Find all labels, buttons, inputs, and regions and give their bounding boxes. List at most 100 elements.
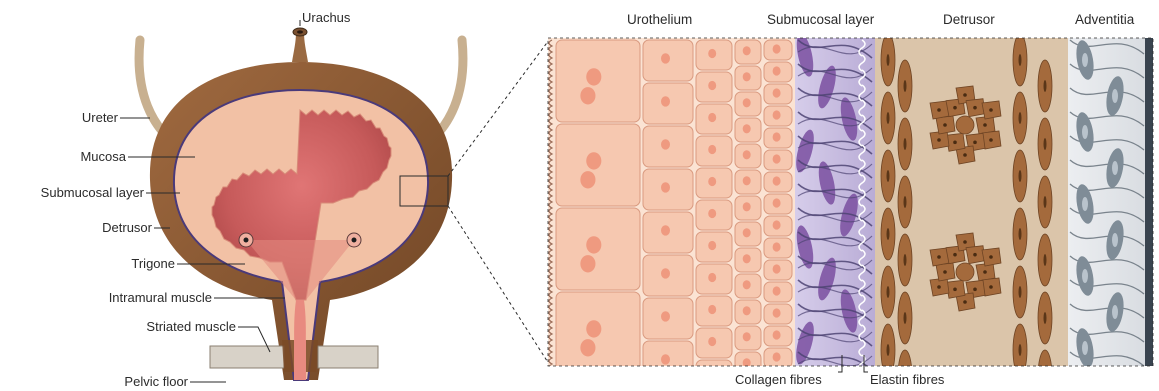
muscle-nucleus bbox=[989, 108, 993, 112]
cell-nucleus bbox=[743, 202, 751, 211]
adventitial-nucleus bbox=[1082, 269, 1088, 283]
muscle-nucleus bbox=[989, 285, 993, 289]
muscle-nucleus bbox=[963, 153, 967, 157]
cell-nucleus bbox=[586, 320, 601, 337]
cell-nucleus bbox=[743, 280, 751, 289]
cell-nucleus bbox=[661, 268, 670, 278]
cell-nucleus bbox=[743, 72, 751, 81]
muscle-nucleus bbox=[937, 285, 941, 289]
label-ureter: Ureter bbox=[28, 110, 118, 126]
cell-nucleus bbox=[773, 110, 781, 119]
cell-nucleus bbox=[661, 354, 670, 364]
urothelial-cell bbox=[696, 360, 732, 390]
cell-nucleus bbox=[773, 88, 781, 97]
cell-nucleus bbox=[773, 352, 781, 361]
cell-nucleus bbox=[743, 228, 751, 237]
muscle-nucleus bbox=[1019, 54, 1022, 66]
cell-nucleus bbox=[580, 339, 595, 356]
header-submucosal-layer: Submucosal layer bbox=[767, 12, 874, 27]
adventitial-nucleus bbox=[1112, 89, 1118, 103]
cell-nucleus bbox=[586, 236, 601, 253]
muscle-nucleus bbox=[1044, 80, 1047, 92]
cell-nucleus bbox=[773, 330, 781, 339]
cell-nucleus bbox=[586, 152, 601, 169]
muscle-nucleus bbox=[943, 123, 947, 127]
label-striated-muscle: Striated muscle bbox=[28, 319, 236, 335]
cell-nucleus bbox=[708, 305, 716, 314]
label-submucosal-layer: Submucosal layer bbox=[4, 185, 144, 201]
adventitial-nucleus bbox=[1082, 125, 1088, 139]
cell-nucleus bbox=[708, 177, 716, 186]
header-detrusor: Detrusor bbox=[943, 12, 995, 27]
cell-nucleus bbox=[773, 66, 781, 75]
cell-nucleus bbox=[661, 225, 670, 235]
label-intramural-muscle: Intramural muscle bbox=[28, 290, 212, 306]
cell-nucleus bbox=[661, 311, 670, 321]
muscle-nucleus bbox=[1019, 228, 1022, 240]
muscle-nucleus bbox=[1044, 196, 1047, 208]
muscle-nucleus bbox=[963, 93, 967, 97]
cell-nucleus bbox=[773, 44, 781, 53]
adventitial-nucleus bbox=[1112, 305, 1118, 319]
adventitial-nucleus bbox=[1082, 341, 1088, 355]
muscle-nucleus bbox=[963, 240, 967, 244]
cell-nucleus bbox=[773, 132, 781, 141]
cell-nucleus bbox=[773, 176, 781, 185]
tissue-panel bbox=[548, 32, 1153, 391]
cell-nucleus bbox=[773, 154, 781, 163]
cell-nucleus bbox=[743, 46, 751, 55]
muscle-nucleus bbox=[904, 312, 907, 324]
cell-nucleus bbox=[743, 306, 751, 315]
muscle-nucleus bbox=[989, 255, 993, 259]
cell-nucleus bbox=[743, 124, 751, 133]
muscle-nucleus bbox=[943, 270, 947, 274]
muscle-nucleus bbox=[973, 106, 977, 110]
cell-nucleus bbox=[580, 255, 595, 272]
header-urothelium: Urothelium bbox=[627, 12, 692, 27]
cell-nucleus bbox=[661, 96, 670, 106]
muscle-nucleus bbox=[953, 106, 957, 110]
muscle-nucleus bbox=[973, 288, 977, 292]
cell-nucleus bbox=[773, 220, 781, 229]
cell-nucleus bbox=[773, 286, 781, 295]
cell-nucleus bbox=[773, 242, 781, 251]
label-pelvic-floor: Pelvic floor bbox=[28, 374, 188, 390]
muscle-bundle-cell bbox=[956, 116, 974, 134]
cell-nucleus bbox=[586, 68, 601, 85]
header-adventitia: Adventitia bbox=[1075, 12, 1134, 27]
cell-nucleus bbox=[743, 332, 751, 341]
muscle-nucleus bbox=[887, 344, 890, 356]
muscle-nucleus bbox=[904, 196, 907, 208]
cell-nucleus bbox=[708, 241, 716, 250]
cell-nucleus bbox=[708, 113, 716, 122]
cell-nucleus bbox=[743, 254, 751, 263]
label-detrusor: Detrusor bbox=[28, 220, 152, 236]
cell-nucleus bbox=[580, 87, 595, 104]
adventitial-nucleus bbox=[1112, 161, 1118, 175]
muscle-nucleus bbox=[937, 255, 941, 259]
muscle-nucleus bbox=[1044, 254, 1047, 266]
adventitial-nucleus bbox=[1082, 197, 1088, 211]
muscle-nucleus bbox=[953, 253, 957, 257]
label-elastin-fibres: Elastin fibres bbox=[870, 372, 944, 387]
muscle-nucleus bbox=[973, 141, 977, 145]
cell-nucleus bbox=[661, 53, 670, 63]
cell-nucleus bbox=[708, 209, 716, 218]
serosa-edge bbox=[1145, 38, 1153, 366]
cell-nucleus bbox=[743, 150, 751, 159]
label-trigone: Trigone bbox=[28, 256, 175, 272]
cell-nucleus bbox=[661, 139, 670, 149]
muscle-nucleus bbox=[1019, 170, 1022, 182]
muscle-nucleus bbox=[937, 108, 941, 112]
label-mucosa: Mucosa bbox=[28, 149, 126, 165]
cell-nucleus bbox=[661, 182, 670, 192]
cell-nucleus bbox=[580, 171, 595, 188]
muscle-nucleus bbox=[1019, 286, 1022, 298]
cell-nucleus bbox=[708, 145, 716, 154]
muscle-nucleus bbox=[1044, 138, 1047, 150]
muscle-nucleus bbox=[904, 254, 907, 266]
muscle-nucleus bbox=[937, 138, 941, 142]
smooth-muscle-cell bbox=[1038, 350, 1052, 391]
label-collagen-fibres: Collagen fibres bbox=[735, 372, 822, 387]
muscle-nucleus bbox=[887, 170, 890, 182]
